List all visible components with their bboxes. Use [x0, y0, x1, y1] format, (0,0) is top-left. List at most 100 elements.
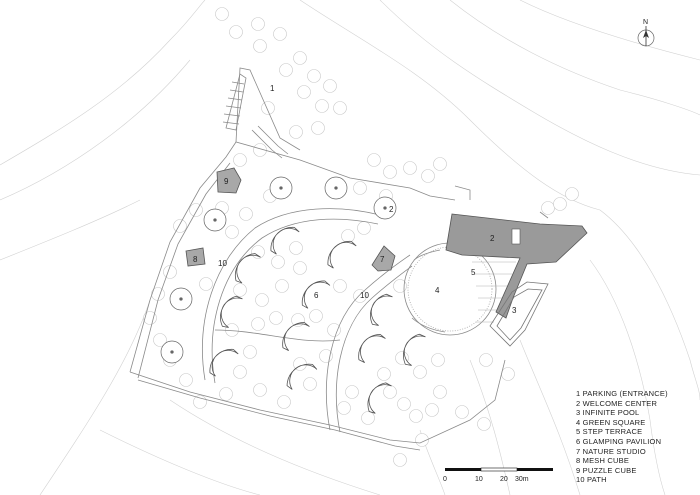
tree-icon — [261, 101, 275, 115]
tree-icon — [479, 353, 493, 367]
tree-icon — [403, 161, 417, 175]
legend-item: 10 PATH — [576, 475, 607, 485]
tree-icon — [341, 229, 355, 243]
label-pool: 3 — [512, 306, 517, 315]
glamping-pavilion — [286, 363, 318, 390]
tree-icon — [253, 383, 267, 397]
tree-icon — [333, 101, 347, 115]
glamping-pavilion — [301, 280, 331, 309]
dome-center — [279, 186, 283, 190]
glamping-pavilion — [220, 295, 243, 328]
label-welcome-alt: 2 — [389, 205, 394, 214]
tree-icon — [393, 279, 407, 293]
label-mesh: 8 — [193, 255, 198, 264]
tree-icon — [291, 313, 305, 327]
label-welcome: 2 — [490, 234, 495, 243]
tree-icon — [289, 241, 303, 255]
tree-icon — [229, 25, 243, 39]
tree-icon — [337, 401, 351, 415]
tree-icon — [189, 203, 203, 217]
tree-icon — [253, 143, 267, 157]
dome-center — [213, 218, 217, 222]
dome-tents — [160, 176, 397, 364]
tree-icon — [421, 169, 435, 183]
tree-icon — [345, 385, 359, 399]
tree-icon — [219, 387, 233, 401]
tree-icon — [233, 153, 247, 167]
legend-item: 1 PARKING (ENTRANCE) — [576, 389, 668, 398]
tree-icon — [307, 69, 321, 83]
label-terrace: 5 — [471, 268, 476, 277]
legend-item: 6 GLAMPING PAVILION — [576, 436, 662, 446]
tree-icon — [413, 365, 427, 379]
tree-icon — [279, 63, 293, 77]
tree-icon — [541, 201, 555, 215]
glamping-pavilion — [358, 334, 386, 363]
paths — [202, 208, 413, 433]
tree-icon — [293, 261, 307, 275]
tree-icon — [353, 181, 367, 195]
label-parking: 1 — [270, 84, 275, 93]
scale-bar: 0 10 20 30m — [443, 467, 553, 483]
tree-icon — [455, 405, 469, 419]
label-studio: 7 — [380, 255, 385, 264]
tree-icon — [251, 17, 265, 31]
legend-item: 4 GREEN SQUARE — [576, 417, 646, 427]
glamping-pavilion — [403, 333, 426, 366]
tree-icon — [433, 385, 447, 399]
tree-icon — [377, 367, 391, 381]
tree-icon — [393, 453, 407, 467]
tree-icon — [303, 377, 317, 391]
tree-icon — [273, 27, 287, 41]
tree-icon — [215, 7, 229, 21]
tree-icon — [225, 225, 239, 239]
tree-icon — [397, 397, 411, 411]
tree-icon — [315, 99, 329, 113]
tree-icon — [253, 39, 267, 53]
tree-icon — [433, 157, 447, 171]
tree-icon — [477, 417, 491, 431]
tree-icon — [357, 221, 371, 235]
legend-item: 3 INFINITE POOL — [576, 408, 640, 418]
tree-icon — [179, 373, 193, 387]
scale-tick-30: 30m — [515, 476, 529, 483]
tree-icon — [153, 333, 167, 347]
tree-icon — [233, 365, 247, 379]
label-square: 4 — [435, 286, 440, 295]
mesh-cube — [185, 247, 206, 267]
infinite-pool — [489, 281, 549, 347]
tree-icon — [327, 323, 341, 337]
tree-icon — [243, 345, 257, 359]
legend-item: 8 MESH CUBE — [576, 456, 630, 466]
tree-icon — [409, 409, 423, 423]
tree-icon — [333, 279, 347, 293]
scale-tick-10: 10 — [475, 476, 483, 483]
glamping-pavilion — [270, 226, 300, 255]
dome-center — [334, 186, 338, 190]
tree-icon — [309, 309, 323, 323]
tree-icon — [565, 187, 579, 201]
tree-icon — [251, 317, 265, 331]
tree-icon — [143, 311, 157, 325]
scale-tick-0: 0 — [443, 476, 447, 483]
glamping-pavilion — [235, 253, 261, 284]
tree-icon — [431, 353, 445, 367]
glamping-pavilion — [327, 240, 357, 269]
tree-icon — [367, 153, 381, 167]
tree-icon — [275, 279, 289, 293]
dome-center — [383, 206, 387, 210]
tree-icon — [251, 245, 265, 259]
glamping-pavilion — [367, 382, 392, 414]
nature-studio — [371, 245, 396, 272]
label-puzzle: 9 — [224, 177, 229, 186]
tree-icon — [383, 165, 397, 179]
tree-icon — [353, 289, 367, 303]
tree-icon — [225, 323, 239, 337]
tree-icon — [271, 255, 285, 269]
welcome-courtyard — [511, 228, 521, 245]
tree-icon — [425, 403, 439, 417]
dome-center — [170, 350, 174, 354]
tree-icon — [277, 395, 291, 409]
